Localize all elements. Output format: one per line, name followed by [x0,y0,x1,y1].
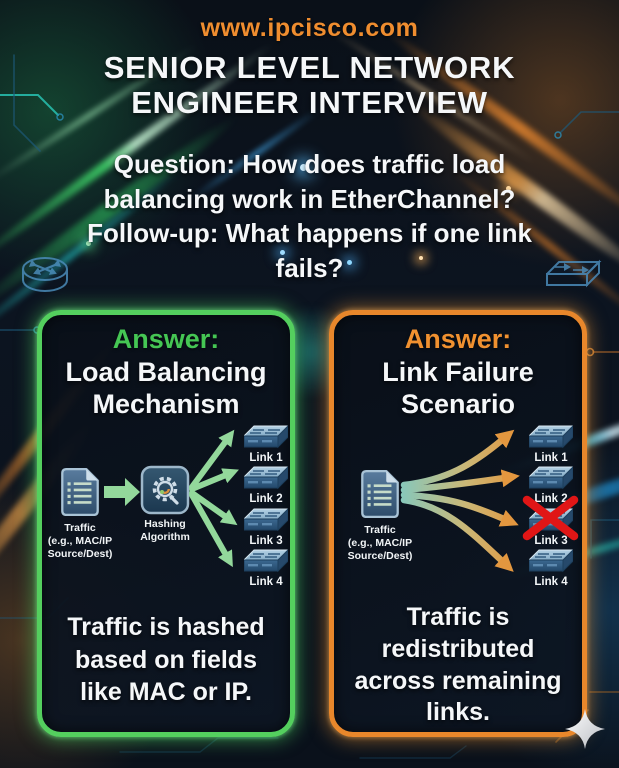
flow-arrows [400,429,520,572]
red-x-icon [522,495,579,541]
link-label: Link 2 [249,493,282,505]
answer-label: Answer: [112,324,220,354]
switch-icon-link1 [244,425,288,448]
panel-title-line: Mechanism [92,389,240,420]
link-label: Link 3 [534,535,567,547]
page-title: SENIOR LEVEL NETWORK ENGINEER INTERVIEW [0,50,619,120]
link-failure-panel: Answer: Link Failure Scenario Traffic (e… [329,310,587,737]
question-line: balancing work in EtherChannel? [103,183,516,214]
page-title-line: SENIOR LEVEL NETWORK [103,50,516,85]
switch-icon-link3 [244,508,288,531]
traffic-label: (e.g., MAC/IP [48,535,112,547]
panel-caption: Traffic is redistributed across remainin… [334,602,582,729]
caption-line: Traffic is [406,603,510,631]
caption-line: links. [426,698,490,727]
switch-icon-link2 [529,466,573,489]
panel-title-line: Scenario [400,389,516,420]
load-balancing-diagram: Traffic (e.g., MAC/IP Source/Dest) Hashi… [48,425,288,588]
hashing-label: Algorithm [140,531,190,543]
arrow-right-icon [104,478,140,506]
link-label: Link 1 [249,452,283,464]
link-label: Link 4 [249,576,283,588]
router-icon [22,257,68,292]
traffic-label: Source/Dest) [48,548,113,560]
link-label: Link 4 [534,576,568,588]
caption-line: across remaining [354,666,562,695]
panel-title-line: Link Failure [382,357,534,387]
traffic-label: Source/Dest) [348,550,413,562]
site-url: www.ipcisco.com [200,14,419,42]
caption-line: Traffic is hashed [67,613,265,641]
switch-icon-link2 [244,466,288,489]
document-icon [360,469,400,519]
caption-line: like MAC or IP. [80,678,252,706]
link-failure-diagram: Traffic (e.g., MAC/IP Source/Dest) Link … [348,425,579,588]
caption-line: based on fields [75,645,257,674]
question-line: Question: How does traffic load [113,149,506,179]
panel-title-line: Load Balancing [65,357,267,387]
gear-icon [140,465,190,515]
fan-arrows [189,429,239,568]
question-line: Follow-up: What happens if one link [87,218,532,249]
panel-caption: Traffic is hashed based on fields like M… [42,611,290,709]
link-label: Link 1 [534,452,568,464]
traffic-label: Traffic [364,524,396,536]
switch-icon-link4 [529,549,573,572]
question-line: fails? [275,252,344,283]
page-title-line: ENGINEER INTERVIEW [131,84,488,120]
switch-outline-icon [546,259,602,288]
sparkle-icon [565,709,605,749]
traffic-label: Traffic [64,522,96,534]
document-icon [60,467,100,517]
hashing-label: Hashing [144,518,185,530]
caption-line: redistributed [381,634,535,663]
answer-label: Answer: [404,324,512,354]
link-label: Link 3 [249,535,282,547]
load-balancing-panel: Answer: Load Balancing Mechanism Traffic… [37,310,295,737]
panel-title: Link Failure Scenario [334,356,582,421]
switch-icon-link1 [529,425,573,448]
link-label: Link 2 [534,493,567,505]
traffic-label: (e.g., MAC/IP [348,537,412,549]
panel-title: Load Balancing Mechanism [42,356,290,421]
question-text: Question: How does traffic load balancin… [0,147,619,285]
switch-icon-link4 [244,549,288,572]
